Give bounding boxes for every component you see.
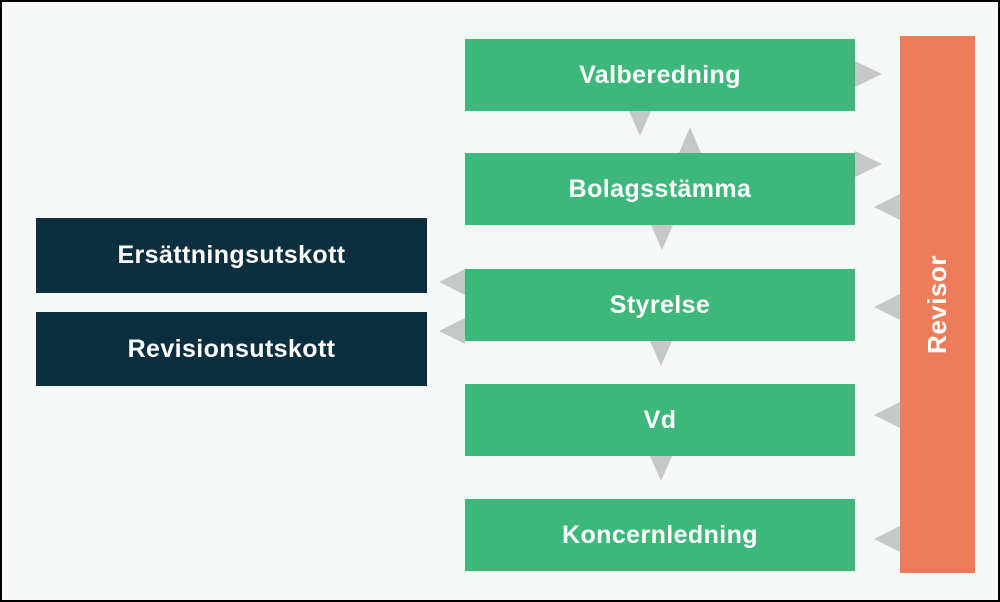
arrow-styrelse-to-vd-icon (650, 341, 672, 366)
node-styrelse: Styrelse (465, 269, 855, 341)
arrow-styrelse-to-ersattningsutskott-icon (439, 269, 465, 295)
arrow-vd-to-koncernledning-icon (650, 456, 672, 481)
arrow-revisor-to-bolagsstamma-icon (874, 194, 900, 220)
arrow-valberedning-to-revisor-icon (855, 61, 882, 87)
node-vd-label: Vd (643, 405, 677, 434)
node-ersattningsutskott-label: Ersättningsutskott (117, 241, 346, 269)
arrow-revisor-to-styrelse-icon (874, 294, 900, 320)
node-bolagsstamma: Bolagsstämma (465, 153, 855, 225)
node-styrelse-label: Styrelse (609, 290, 711, 319)
arrow-bolagsstamma-to-styrelse-icon (651, 225, 673, 250)
node-revisionsutskott: Revisionsutskott (36, 312, 427, 386)
arrow-revisor-to-koncernledning-icon (874, 526, 900, 552)
node-revisor-label: Revisor (922, 255, 953, 354)
node-koncernledning: Koncernledning (465, 499, 855, 571)
node-valberedning-label: Valberedning (579, 60, 741, 89)
node-vd: Vd (465, 384, 855, 456)
node-valberedning: Valberedning (465, 39, 855, 111)
node-revisor: Revisor (900, 36, 975, 573)
node-ersattningsutskott: Ersättningsutskott (36, 218, 427, 293)
arrow-styrelse-to-revisionsutskott-icon (439, 318, 465, 344)
node-revisionsutskott-label: Revisionsutskott (127, 334, 336, 363)
arrow-valberedning-to-bolagsstamma-icon (629, 111, 651, 136)
arrow-revisor-to-vd-icon (874, 402, 900, 428)
node-koncernledning-label: Koncernledning (562, 520, 758, 549)
node-bolagsstamma-label: Bolagsstämma (568, 174, 752, 203)
arrow-bolagsstamma-to-revisor-icon (855, 151, 882, 177)
arrow-bolagsstamma-to-valberedning-icon (679, 127, 701, 153)
